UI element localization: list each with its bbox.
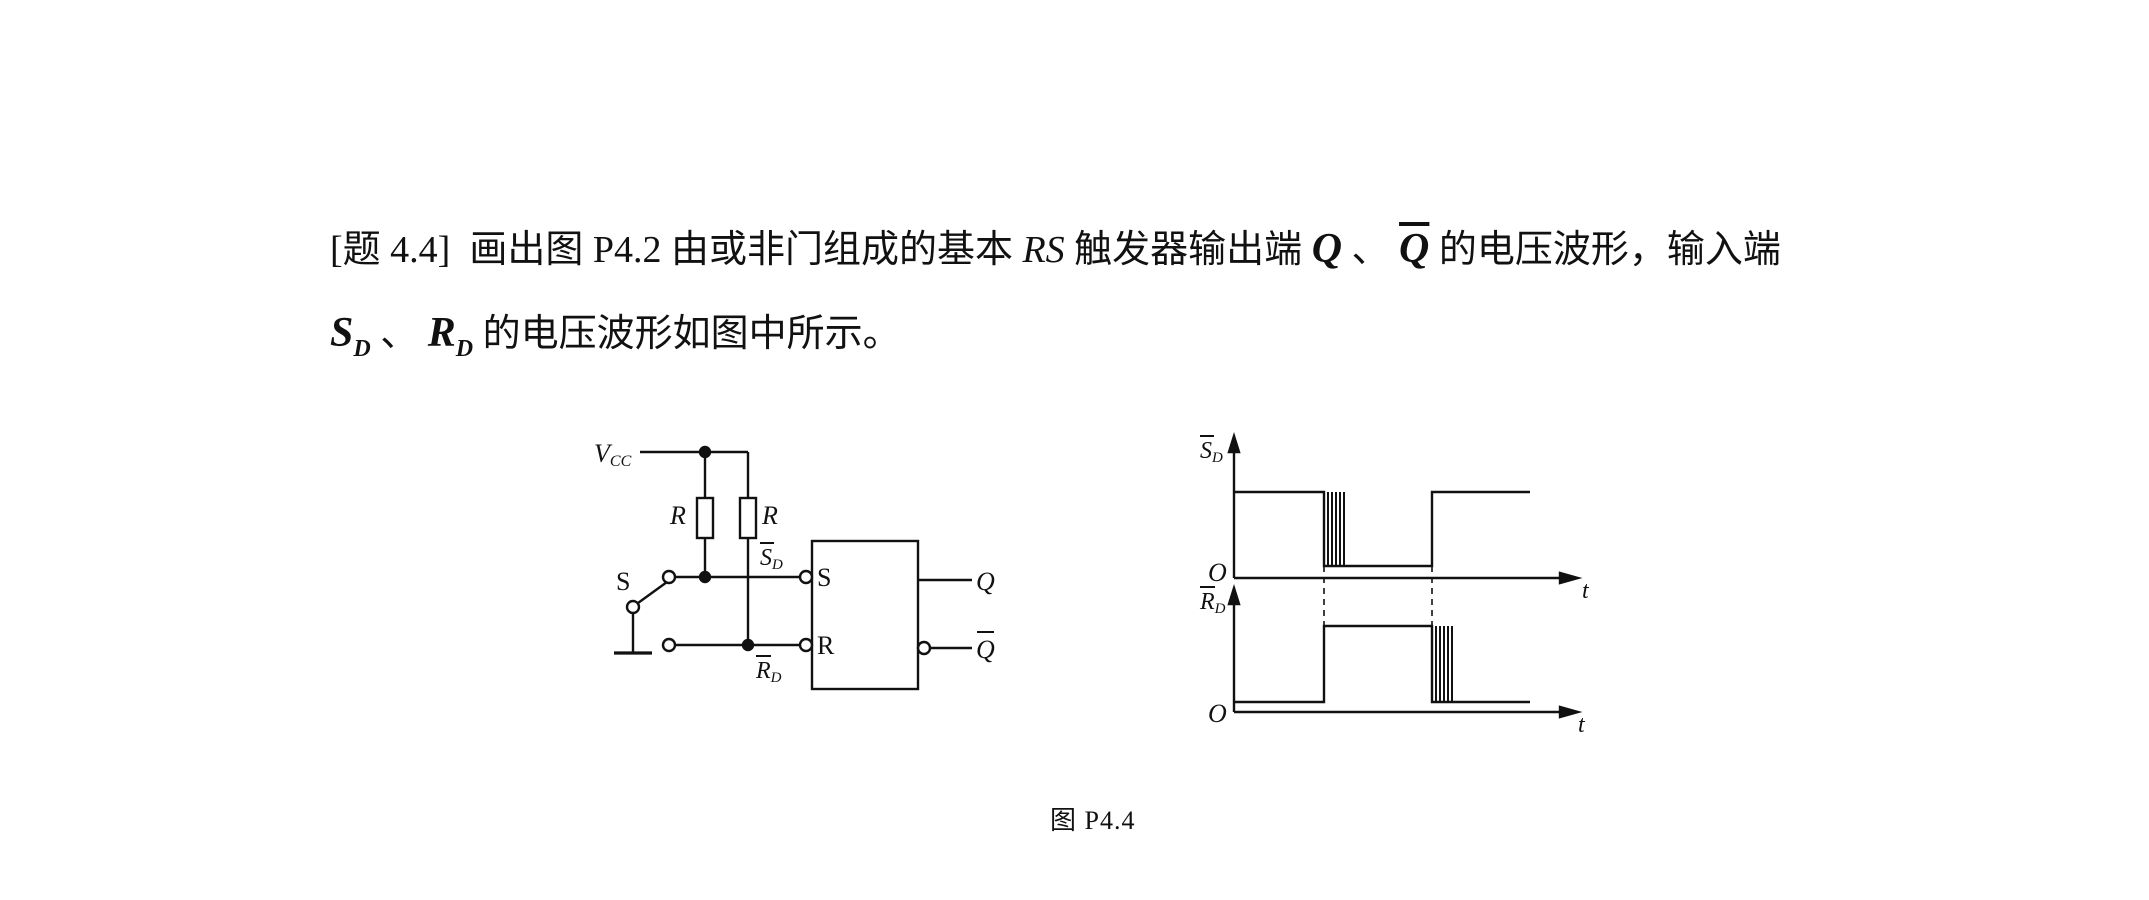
rd-axis-label: RD xyxy=(1199,589,1226,617)
circuit-labels: VCC R R S SD RD S R Q Q xyxy=(594,439,995,686)
left-resistor-label: R xyxy=(669,501,686,530)
switch-bottom-contact xyxy=(661,637,677,653)
vcc-junction-dot xyxy=(698,445,712,459)
sd-symbol: S xyxy=(330,310,354,356)
qbar-symbol: Q xyxy=(1399,226,1430,272)
waveform-labels: SD RD O O t t xyxy=(1199,435,1590,738)
problem-line-1: [题 4.4] 画出图 P4.2 由或非门组成的基本 RS 触发器输出端 Q 、… xyxy=(330,228,1781,270)
ff-r-label: R xyxy=(817,631,835,660)
origin-bottom-label: O xyxy=(1208,699,1227,728)
switch-label: S xyxy=(616,567,630,596)
problem-text-a: 画出图 P4.2 由或非门组成的基本 xyxy=(469,229,1023,271)
rs-symbol: RS xyxy=(1022,229,1065,271)
sd-pin-label: SD xyxy=(760,545,783,573)
sd-waveform xyxy=(1234,490,1530,568)
right-resistor xyxy=(738,496,758,540)
ff-s-label: S xyxy=(817,563,831,592)
switch-top-contact xyxy=(661,569,677,585)
waveform-diagram xyxy=(1227,431,1583,719)
right-resistor-label: R xyxy=(761,501,778,530)
rd-symbol: R xyxy=(427,310,456,356)
origin-top-label: O xyxy=(1208,558,1227,587)
t-bottom-label: t xyxy=(1578,712,1586,738)
rd-inversion-bubble xyxy=(798,637,814,653)
problem-text-b: 触发器输出端 xyxy=(1064,229,1312,271)
sd-t-arrow xyxy=(1558,571,1583,585)
sd-bounce-pulses xyxy=(1327,492,1345,566)
figure-caption: 图 P4.4 xyxy=(1050,806,1136,835)
sd-axis-label: SD xyxy=(1200,438,1223,466)
sd-y-arrow xyxy=(1227,431,1241,454)
problem-line-2: SD 、 RD 的电压波形如图中所示。 xyxy=(330,312,901,361)
left-resistor xyxy=(695,496,715,540)
t-top-label: t xyxy=(1582,578,1590,604)
separator-1: 、 xyxy=(1351,229,1390,271)
rd-junction-dot xyxy=(741,638,755,652)
rd-y-arrow xyxy=(1227,583,1241,606)
problem-number: [题 4.4] xyxy=(330,229,451,271)
problem-text-c: 的电压波形，输入端 xyxy=(1429,229,1781,271)
flip-flop-box xyxy=(810,539,920,691)
sd-symbol-sub: D xyxy=(353,336,371,362)
switch-pivot xyxy=(625,599,641,615)
qbar-output-label: Q xyxy=(976,635,995,664)
rd-symbol-sub: D xyxy=(455,336,474,362)
rd-waveform xyxy=(1234,624,1530,704)
rd-t-arrow xyxy=(1558,705,1583,719)
separator-2: 、 xyxy=(380,313,419,355)
circuit-diagram xyxy=(614,445,972,691)
rd-pin-label: RD xyxy=(755,658,782,686)
qbar-inversion-bubble xyxy=(916,640,932,656)
rd-bounce-pulses xyxy=(1435,626,1453,702)
problem-text-d: 的电压波形如图中所示。 xyxy=(482,313,901,355)
q-output-label: Q xyxy=(976,567,995,596)
q-symbol: Q xyxy=(1311,226,1343,272)
sd-inversion-bubble xyxy=(798,569,814,585)
sd-junction-dot xyxy=(698,570,712,584)
switch-arm xyxy=(637,581,668,604)
vcc-label: VCC xyxy=(594,439,632,470)
